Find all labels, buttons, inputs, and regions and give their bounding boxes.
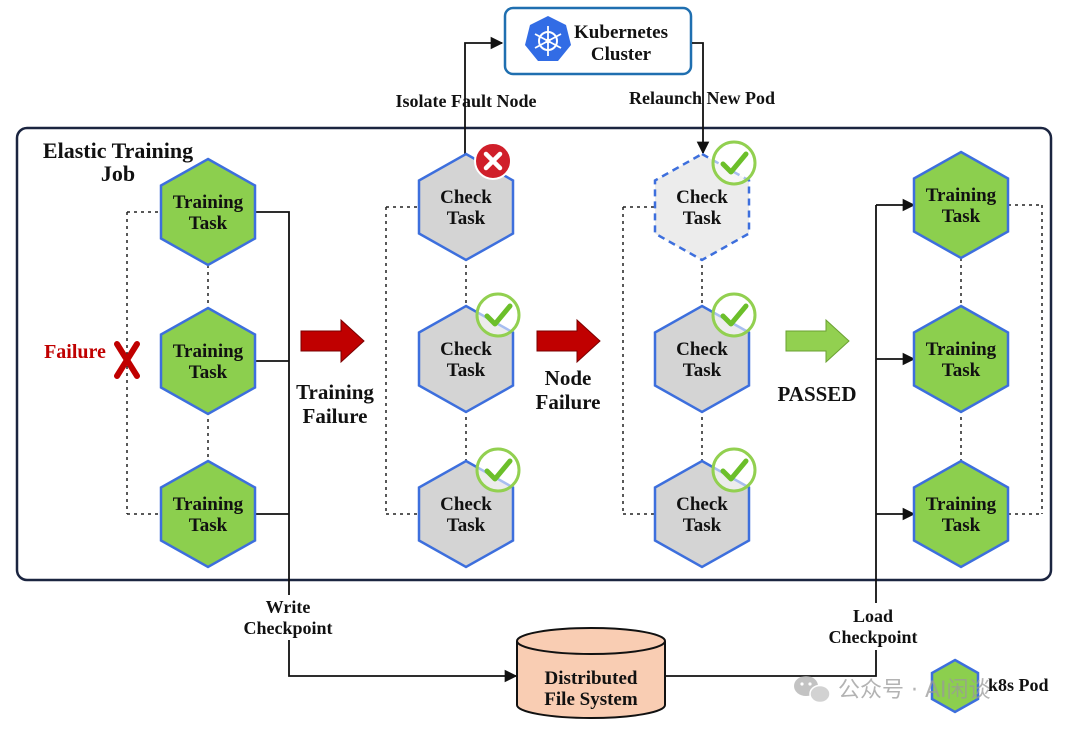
isolate-fault-connector (464, 36, 504, 160)
pod-label-line2: Task (942, 360, 981, 381)
dfs-line1: Distributed (545, 668, 638, 689)
pod-hexagon (912, 304, 1010, 414)
pod-label-line2: Task (447, 208, 486, 229)
relaunch-pod-label: Relaunch New Pod (629, 88, 775, 108)
pod-label-line1: Check (676, 494, 728, 515)
legend: k8s Pod (930, 658, 1049, 714)
pod-label-line2: Task (189, 213, 228, 234)
check-passed-icon (711, 140, 757, 186)
pod-label-line2: Task (942, 515, 981, 536)
passed-label: PASSED (778, 382, 857, 406)
passed-arrow (785, 318, 850, 364)
node-failure-line2: Failure (536, 390, 601, 414)
failure-label: Failure (44, 341, 106, 363)
write-checkpoint-line1: Write (266, 597, 311, 617)
pod-link-lines (126, 204, 1043, 515)
kubernetes-cluster: Kubernetes Cluster (503, 6, 693, 76)
pod-label-line2: Task (447, 360, 486, 381)
check-passed-icon (475, 292, 521, 338)
cluster-line1: Kubernetes (574, 22, 668, 43)
pod-label-line1: Check (676, 339, 728, 360)
training-failure-line1: Training (296, 380, 374, 404)
pod-label-line2: Task (683, 208, 722, 229)
load-checkpoint-line2: Checkpoint (828, 627, 917, 647)
check-failed-icon (474, 142, 512, 180)
kubernetes-logo-icon (525, 16, 571, 61)
distributed-file-system: Distributed File System (516, 627, 666, 719)
legend-label: k8s Pod (988, 675, 1049, 695)
pod-label-line2: Task (189, 515, 228, 536)
pod-label-line1: Training (926, 185, 997, 206)
pod-label-line2: Task (447, 515, 486, 536)
pod-label-line1: Check (676, 187, 728, 208)
pod-hexagon (417, 152, 515, 262)
cluster-line2: Cluster (591, 44, 652, 65)
training-failure-arrow (300, 318, 365, 364)
write-checkpoint-line2: Checkpoint (243, 618, 332, 638)
pod-hexagon (159, 157, 257, 267)
pod-hexagon (159, 306, 257, 416)
pod-label-line1: Training (173, 341, 244, 362)
isolate-fault-label: Isolate Fault Node (396, 91, 537, 111)
pod-label-line1: Check (440, 339, 492, 360)
check-passed-icon (475, 447, 521, 493)
elastic-training-job-frame (15, 126, 1053, 582)
job-title-line1: Elastic Training (43, 138, 193, 163)
pod-label-line2: Task (683, 515, 722, 536)
pod-label-line1: Training (926, 494, 997, 515)
load-checkpoint-line1: Load (853, 606, 893, 626)
pod-label-line1: Check (440, 187, 492, 208)
pod-label-line1: Training (173, 494, 244, 515)
dfs-line2: File System (544, 689, 638, 710)
relaunch-pod-connector (692, 42, 710, 155)
job-title-line2: Job (101, 161, 135, 186)
training-failure-line2: Failure (303, 404, 368, 428)
node-failure-arrow (536, 318, 601, 364)
pod-hexagon (912, 459, 1010, 569)
pod-label-line2: Task (942, 206, 981, 227)
check-passed-icon (711, 292, 757, 338)
pod-label-line2: Task (683, 360, 722, 381)
pod-hexagon (159, 459, 257, 569)
write-checkpoint-connector (256, 211, 518, 683)
watermark-text: 公众号 · AI闲谈 (838, 678, 991, 703)
watermark: 公众号 · AI闲谈 (794, 676, 991, 704)
pod-hexagon (912, 150, 1010, 260)
pod-label-line1: Training (173, 192, 244, 213)
wechat-icon (794, 676, 831, 704)
legend-pod-swatch (930, 658, 980, 714)
node-failure-line1: Node (545, 366, 592, 390)
failure-x-icon (114, 341, 140, 379)
pod-label-line2: Task (189, 362, 228, 383)
pod-label-line1: Check (440, 494, 492, 515)
pod-label-line1: Training (926, 339, 997, 360)
check-passed-icon (711, 447, 757, 493)
load-checkpoint-connector (665, 198, 916, 677)
